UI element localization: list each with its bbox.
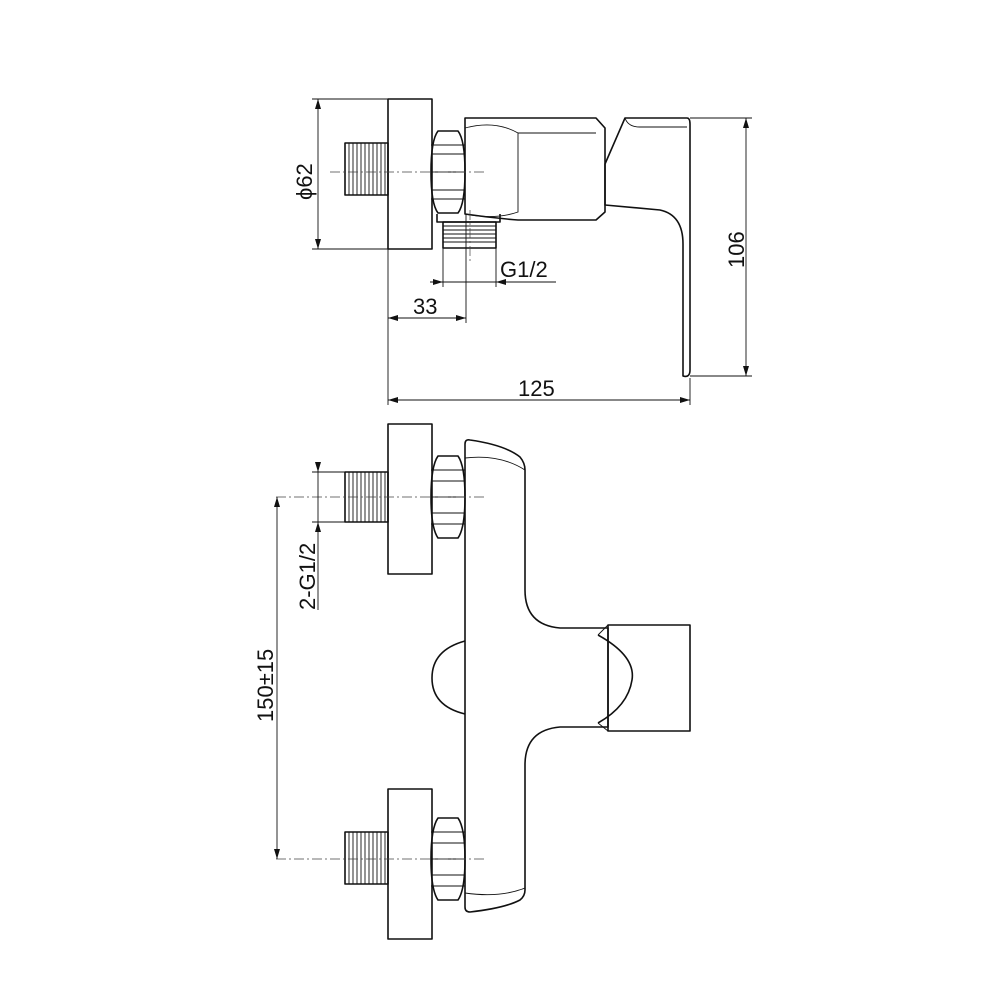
front-lever-handle [597, 624, 691, 732]
side-inlet-thread [344, 142, 389, 196]
inlet-spacing-label: 150±15 [253, 649, 278, 722]
dim-flange-to-nut: 33 [387, 214, 467, 405]
side-lever-handle [604, 117, 691, 378]
flange-diameter-label: ϕ62 [292, 163, 317, 200]
front-view: 2-G1/2 150±15 [253, 423, 691, 940]
front-bottom-inlet-thread [344, 831, 389, 885]
overall-height-label: 106 [724, 231, 749, 268]
inlet-threads-label: 2-G1/2 [295, 543, 320, 610]
front-bottom-flange [387, 788, 433, 940]
front-cartridge-dome [431, 640, 466, 715]
dim-inlet-spacing: 150±15 [253, 497, 280, 859]
outlet-thread-label: G1/2 [500, 257, 548, 282]
dim-overall-height: 106 [690, 117, 752, 377]
dim-overall-depth: 125 [388, 376, 691, 405]
front-top-flange [387, 423, 433, 575]
side-wall-flange [387, 98, 433, 250]
side-outlet-thread [436, 214, 501, 249]
overall-depth-label: 125 [518, 376, 555, 401]
front-valve-body [464, 439, 609, 913]
dim-outlet-thread: G1/2 [430, 248, 556, 287]
side-view: ϕ62 G1/2 33 125 [292, 98, 752, 405]
dim-inlet-threads: 2-G1/2 [295, 462, 345, 610]
flange-to-nut-label: 33 [413, 294, 437, 319]
dim-flange-diameter: ϕ62 [292, 98, 388, 250]
